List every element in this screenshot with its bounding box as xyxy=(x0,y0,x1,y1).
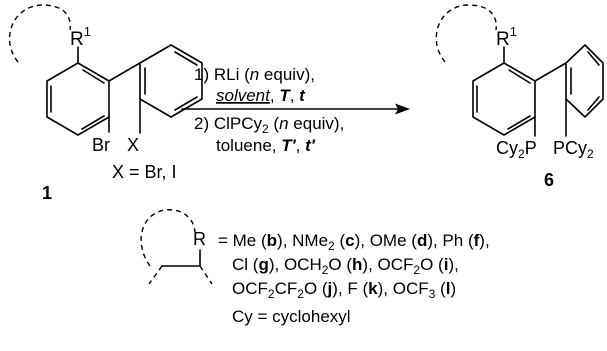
reaction-arrow-group: 1) RLi (n equiv), solvent, T, t 2) ClPCy… xyxy=(181,65,410,155)
reactant-br-label: Br xyxy=(92,135,110,155)
reactant-ring-b-double-1 xyxy=(174,51,198,66)
substituent-line3-segment-3: 2 xyxy=(297,287,304,301)
substituent-line3-segment-9: 3 xyxy=(429,287,436,301)
substituent-line2-segment-8: O ( xyxy=(420,255,444,274)
reactant-x-label: X xyxy=(127,135,139,155)
condition-step2-line2: toluene, T', t' xyxy=(216,136,316,155)
substituent-line3-segment-10: ( xyxy=(435,279,446,298)
legend-ring-dashed-left xyxy=(148,265,163,285)
reactant-ring-b xyxy=(139,44,203,118)
substituent-line3-segment-4: O ( xyxy=(304,279,328,298)
product-ring-a-double-3 xyxy=(508,69,531,84)
product-ring-a-double-2 xyxy=(507,115,531,130)
reactant-fused-ring-dashed xyxy=(8,4,71,63)
condition-step1-line1: 1) RLi (n equiv), xyxy=(194,65,315,84)
reactant-ring-b-double-2 xyxy=(174,96,198,111)
substituent-line2-segment-6: ), OCF xyxy=(362,255,413,274)
reactant-compound-number: 1 xyxy=(42,183,52,203)
reaction-arrow-head xyxy=(395,103,410,115)
substituent-line2-segment-2: ), OCH xyxy=(269,255,322,274)
substituent-line2-segment-4: O ( xyxy=(328,255,352,274)
condition-step2-line1: 2) ClPCy2 (n equiv), xyxy=(194,114,344,136)
substituent-line3-segment-0: OCF xyxy=(232,279,268,298)
substituent-line2-segment-1: g xyxy=(258,255,268,274)
substituent-legend: R = Me (b), NMe2 (c), OMe (d), Ph (f), C… xyxy=(140,209,490,326)
reactant-ring-a xyxy=(46,62,110,136)
product-biaryl-bond xyxy=(534,62,567,82)
legend-r-label: R xyxy=(193,229,206,249)
substituent-line3-segment-12: ) xyxy=(450,279,456,298)
reactant-ring-a-double-3 xyxy=(82,69,105,84)
substituent-line2-segment-7: 2 xyxy=(413,263,420,277)
substituent-line1-segment-0: = Me ( xyxy=(218,231,267,250)
product-compound-number: 6 xyxy=(544,170,554,190)
substituent-line2-segment-9: i xyxy=(444,255,449,274)
substituent-line1-segment-10: ), xyxy=(479,231,489,250)
cyclohexyl-definition: Cy = cyclohexyl xyxy=(232,307,351,326)
substituent-line1-segment-1: b xyxy=(267,231,277,250)
substituent-line1-segment-7: d xyxy=(417,231,427,250)
substituent-line1-segment-3: 2 xyxy=(328,239,335,253)
substituent-line3-segment-6: ), F ( xyxy=(332,279,368,298)
substituent-list-line2: Cl (g), OCH2O (h), OCF2O (i), xyxy=(232,255,459,277)
reactant-x-definition: X = Br, I xyxy=(112,162,177,182)
substituent-line3-segment-2: CF xyxy=(275,279,298,298)
reactant-structure: R1 Br X X = Br, I 1 xyxy=(8,4,203,203)
substituent-list-line1: = Me (b), NMe2 (c), OMe (d), Ph (f), xyxy=(218,231,490,253)
reactant-r1-label: R1 xyxy=(70,24,91,50)
product-ring-b-double-2 xyxy=(587,96,600,111)
substituent-line2-segment-10: ), xyxy=(448,255,458,274)
condition-step1-line2: solvent, T, t xyxy=(216,86,306,105)
substituent-line2-segment-3: 2 xyxy=(322,263,329,277)
substituent-line2-segment-5: h xyxy=(352,255,362,274)
substituent-list-line3: OCF2CF2O (j), F (k), OCF3 (l) xyxy=(232,279,456,301)
legend-ring-dashed-arc xyxy=(140,209,196,267)
product-fused-ring-dashed xyxy=(435,4,497,63)
reactant-biaryl-bond xyxy=(108,62,141,82)
product-r1-label: R1 xyxy=(496,24,517,50)
substituent-line1-segment-9: f xyxy=(474,231,480,250)
product-structure: R1 Cy2P PCy2 6 xyxy=(435,4,604,190)
product-right-phosphine-label: PCy2 xyxy=(553,138,594,161)
substituent-line3-segment-8: ), OCF xyxy=(378,279,429,298)
substituent-line1-segment-2: ), NMe xyxy=(277,231,328,250)
substituent-line3-segment-1: 2 xyxy=(268,287,275,301)
product-left-phosphine-label: Cy2P xyxy=(496,138,537,161)
substituent-line2-segment-0: Cl ( xyxy=(232,255,259,274)
substituent-line1-segment-8: ), Ph ( xyxy=(427,231,474,250)
legend-ring-dashed-right xyxy=(199,265,213,285)
substituent-line1-segment-6: ), OMe ( xyxy=(355,231,418,250)
substituent-line1-segment-4: ( xyxy=(335,231,346,250)
substituent-line3-segment-5: j xyxy=(327,279,333,298)
product-ring-a xyxy=(472,62,536,136)
product-ring-b-double-1 xyxy=(587,51,600,66)
substituent-line1-segment-5: c xyxy=(345,231,354,250)
reactant-ring-a-double-2 xyxy=(81,115,105,130)
substituent-line3-segment-11: l xyxy=(446,279,451,298)
substituent-line3-segment-7: k xyxy=(368,279,378,298)
